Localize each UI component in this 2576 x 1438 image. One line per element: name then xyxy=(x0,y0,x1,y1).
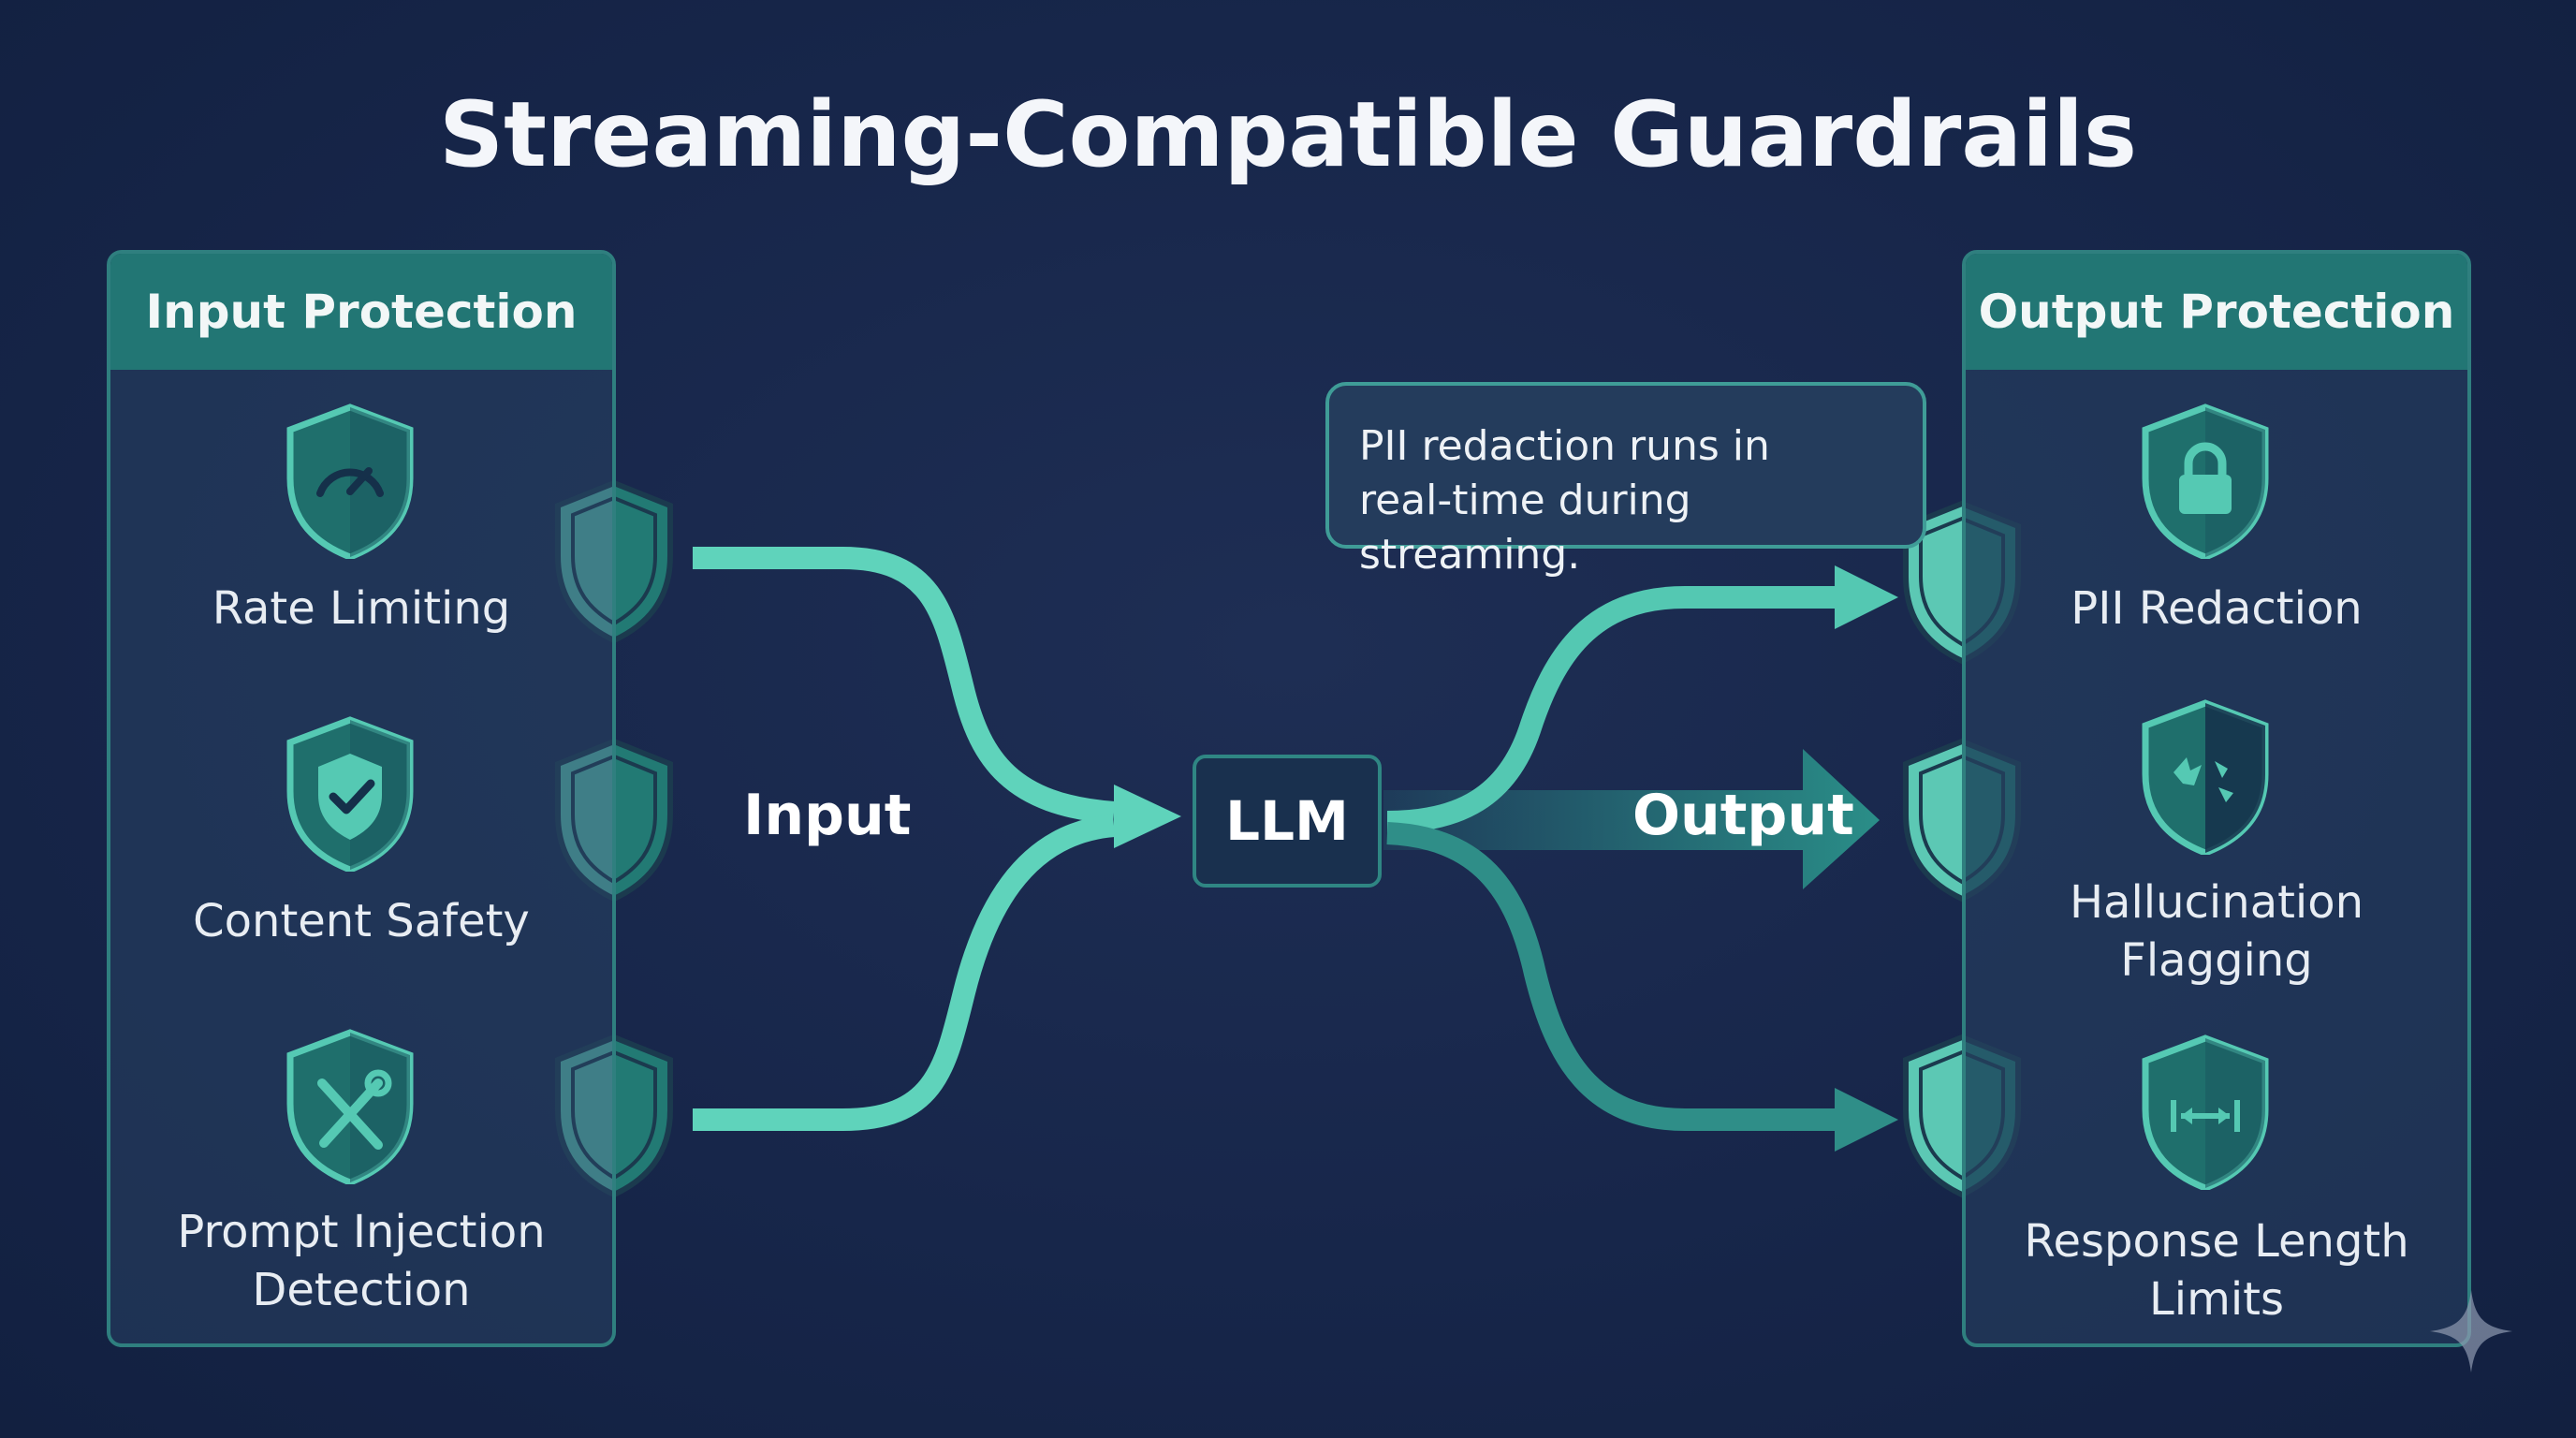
callout-line: real-time during streaming. xyxy=(1359,477,1691,579)
output-main-arrow xyxy=(1383,749,1880,889)
output-flow-arrow-bottom xyxy=(1386,822,1835,1131)
input-flow-label: Input xyxy=(743,783,912,848)
length-arrows-shield-icon xyxy=(2142,1034,2269,1190)
callout-line: PII redaction runs in xyxy=(1359,422,1770,470)
input-protection-panel: Input Protection Rate Limiting Content S… xyxy=(107,250,616,1347)
guard-label-prompt-injection-detection: Prompt Injection Detection xyxy=(177,1206,546,1316)
crossed-tools-shield-icon xyxy=(286,1029,414,1184)
sparkle-icon xyxy=(2430,1290,2512,1372)
guard-label-content-safety: Content Safety xyxy=(193,895,530,947)
guard-label-rate-limiting: Rate Limiting xyxy=(212,582,511,635)
llm-node: LLM xyxy=(1193,755,1382,888)
output-arrowhead-top xyxy=(1835,565,1898,629)
speedometer-shield-icon xyxy=(286,404,414,559)
input-arrowhead-top xyxy=(1114,785,1181,848)
output-flow-label: Output xyxy=(1632,783,1854,848)
broken-shield-icon xyxy=(2142,699,2269,855)
input-flow-arrow-bottom xyxy=(693,814,1116,1131)
panel-title: Output Protection xyxy=(1978,285,2455,339)
lock-shield-icon xyxy=(2142,404,2269,559)
output-protection-panel: Output Protection PII Redaction Hallucin… xyxy=(1962,250,2471,1347)
guard-label-response-length-limits: Response Length Limits xyxy=(2024,1215,2409,1326)
output-arrowhead-bottom xyxy=(1835,1088,1898,1152)
guard-label-pii-redaction: PII Redaction xyxy=(2071,582,2363,635)
panel-header: Input Protection xyxy=(110,254,612,370)
llm-label: LLM xyxy=(1225,789,1349,853)
page-title: Streaming-Compatible Guardrails xyxy=(438,82,2138,187)
pii-redaction-callout: PII redaction runs in real-time during s… xyxy=(1325,382,1926,579)
output-flow-arrow-top xyxy=(1386,586,1835,833)
checkmark-shield-icon xyxy=(286,716,414,872)
panel-header: Output Protection xyxy=(1966,254,2467,370)
input-flow-arrow-top xyxy=(693,547,1115,824)
panel-title: Input Protection xyxy=(145,285,578,339)
guard-label-hallucination-flagging: Hallucination Flagging xyxy=(2069,876,2364,987)
